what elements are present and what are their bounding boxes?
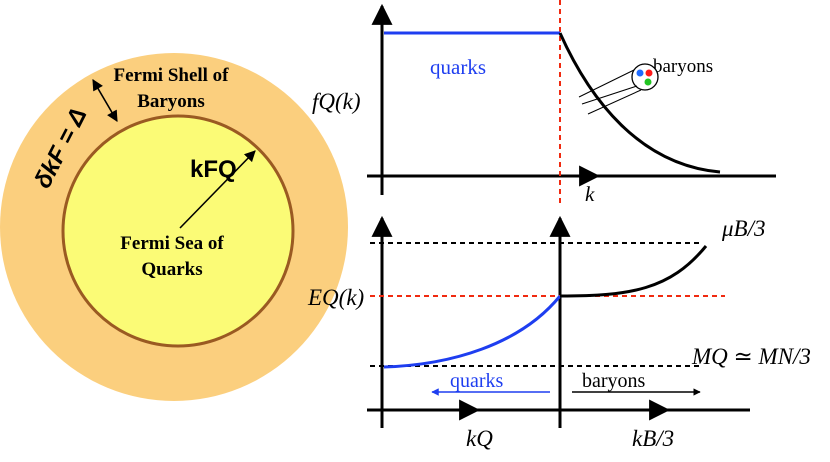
red-quark-dot xyxy=(645,69,653,77)
mu-b-label: μB/3 xyxy=(721,216,765,241)
bottom-baryons-label: baryons xyxy=(582,370,646,392)
kfq-label: kFQ xyxy=(190,156,237,183)
shell-label-line2: Baryons xyxy=(137,91,205,112)
green-quark-dot xyxy=(644,78,652,86)
top-quarks-label: quarks xyxy=(430,55,486,79)
bottom-quarks-label: quarks xyxy=(450,370,504,392)
baryon-energy-curve xyxy=(559,245,708,298)
fermi-spheres xyxy=(0,53,348,401)
shell-thickness-arrow xyxy=(92,79,118,122)
baryon-triplet-icon xyxy=(631,63,659,91)
sea-label-line1: Fermi Sea of xyxy=(120,233,224,254)
kb-label: kB/3 xyxy=(632,426,674,451)
quark-energy-curve xyxy=(383,295,562,369)
top-ylabel: fQ(k) xyxy=(312,89,361,114)
kq-label: kQ xyxy=(466,426,493,451)
bottom-ylabel: EQ(k) xyxy=(307,285,364,310)
baryon-pointer-lines xyxy=(578,69,642,115)
top-baryons-label: baryons xyxy=(653,56,713,77)
kfq-radius-arrow xyxy=(179,150,256,229)
top-plot: fQ(k) k quarks baryons xyxy=(312,0,776,206)
baryon-occupation-curve xyxy=(558,32,721,174)
shell-label-line1: Fermi Shell of xyxy=(113,65,229,86)
top-xlabel: k xyxy=(585,182,595,206)
mq-label: MQ ≃ MN/3 xyxy=(691,344,811,369)
blue-quark-dot xyxy=(636,69,644,77)
sea-label-line2: Quarks xyxy=(141,259,202,280)
bottom-plot: EQ(k) μB/3 MQ ≃ MN/3 quarks baryons kQ k… xyxy=(307,215,811,451)
quark-sea-disk xyxy=(61,114,295,348)
